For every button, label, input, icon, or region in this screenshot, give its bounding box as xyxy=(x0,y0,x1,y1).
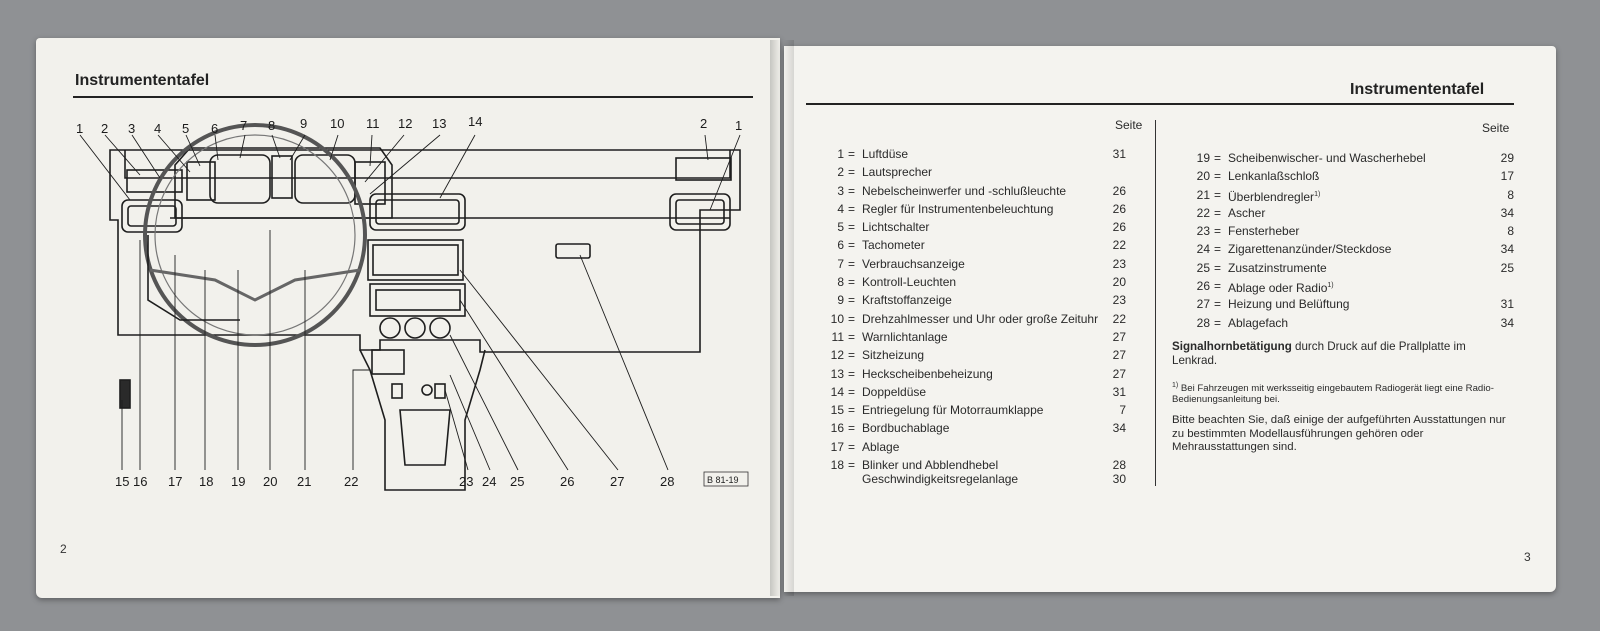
right-page xyxy=(784,46,1556,592)
right-page-title: Instrumententafel xyxy=(1350,81,1485,98)
diagram-code-box: B 81-19 xyxy=(703,471,749,487)
callout-7: 7 xyxy=(240,118,247,133)
callout-8: 8 xyxy=(268,118,275,133)
callout-18: 18 xyxy=(199,474,213,489)
legend-item: 17=Ablage xyxy=(830,439,900,454)
callout-6: 6 xyxy=(211,121,218,136)
legend-item: 21=Überblendregler1)8 xyxy=(1196,187,1514,204)
seite-header-right: Seite xyxy=(1482,121,1510,135)
callout-27: 27 xyxy=(610,474,624,489)
seite-header-left: Seite xyxy=(1115,118,1143,132)
radio-footnote: 1) Bei Fahrzeugen mit werksseitig eingeb… xyxy=(1172,382,1494,406)
right-page-number: 3 xyxy=(1524,550,1531,564)
callout-17: 17 xyxy=(168,474,182,489)
callout-3: 3 xyxy=(128,121,135,136)
legend-item: 2=Lautsprecher xyxy=(837,165,933,180)
callout-11: 11 xyxy=(366,116,380,131)
dashboard-outline xyxy=(79,123,741,491)
callout-1: 1 xyxy=(76,121,83,136)
left-title-rule xyxy=(73,96,753,98)
callout-9: 9 xyxy=(300,116,307,131)
callout-23: 23 xyxy=(459,474,473,489)
callout-2-right: 2 xyxy=(700,116,707,131)
callout-16: 16 xyxy=(133,474,147,489)
callout-22: 22 xyxy=(344,474,358,489)
legend-item: 26=Ablage oder Radio1) xyxy=(1196,279,1334,296)
callout-19: 19 xyxy=(231,474,245,489)
left-page-number: 2 xyxy=(60,542,67,556)
dashboard-diagram: 1 2 3 4 5 6 7 8 9 10 11 12 13 14 2 1 15 … xyxy=(76,114,749,491)
legend-item: 10=Drehzahlmesser und Uhr oder große Zei… xyxy=(830,311,1126,326)
callout-28: 28 xyxy=(660,474,674,489)
left-page xyxy=(36,38,780,598)
callout-14: 14 xyxy=(468,114,482,129)
callout-21: 21 xyxy=(297,474,311,489)
book-spine xyxy=(770,40,794,596)
callout-5: 5 xyxy=(182,121,189,136)
callout-20: 20 xyxy=(263,474,277,489)
callout-24: 24 xyxy=(482,474,496,489)
diagram-code: B 81-19 xyxy=(707,475,739,485)
bottom-callout-labels: 15 16 17 18 19 20 21 22 23 24 25 26 27 2… xyxy=(115,474,674,489)
callout-1-right: 1 xyxy=(735,118,742,133)
callout-13: 13 xyxy=(432,116,446,131)
callout-10: 10 xyxy=(330,116,344,131)
callout-25: 25 xyxy=(510,474,524,489)
left-page-title: Instrumententafel xyxy=(75,72,210,89)
top-callout-labels: 1 2 3 4 5 6 7 8 9 10 11 12 13 14 2 1 xyxy=(76,114,742,136)
equipment-note: Bitte beachten Sie, daß einige der aufge… xyxy=(1172,414,1506,453)
callout-4: 4 xyxy=(154,121,161,136)
horn-note: Signalhornbetätigung durch Druck auf die… xyxy=(1172,340,1466,367)
callout-12: 12 xyxy=(398,116,412,131)
callout-15: 15 xyxy=(115,474,129,489)
callout-26: 26 xyxy=(560,474,574,489)
column-divider xyxy=(1155,120,1156,486)
right-title-rule xyxy=(806,103,1514,105)
callout-2: 2 xyxy=(101,121,108,136)
